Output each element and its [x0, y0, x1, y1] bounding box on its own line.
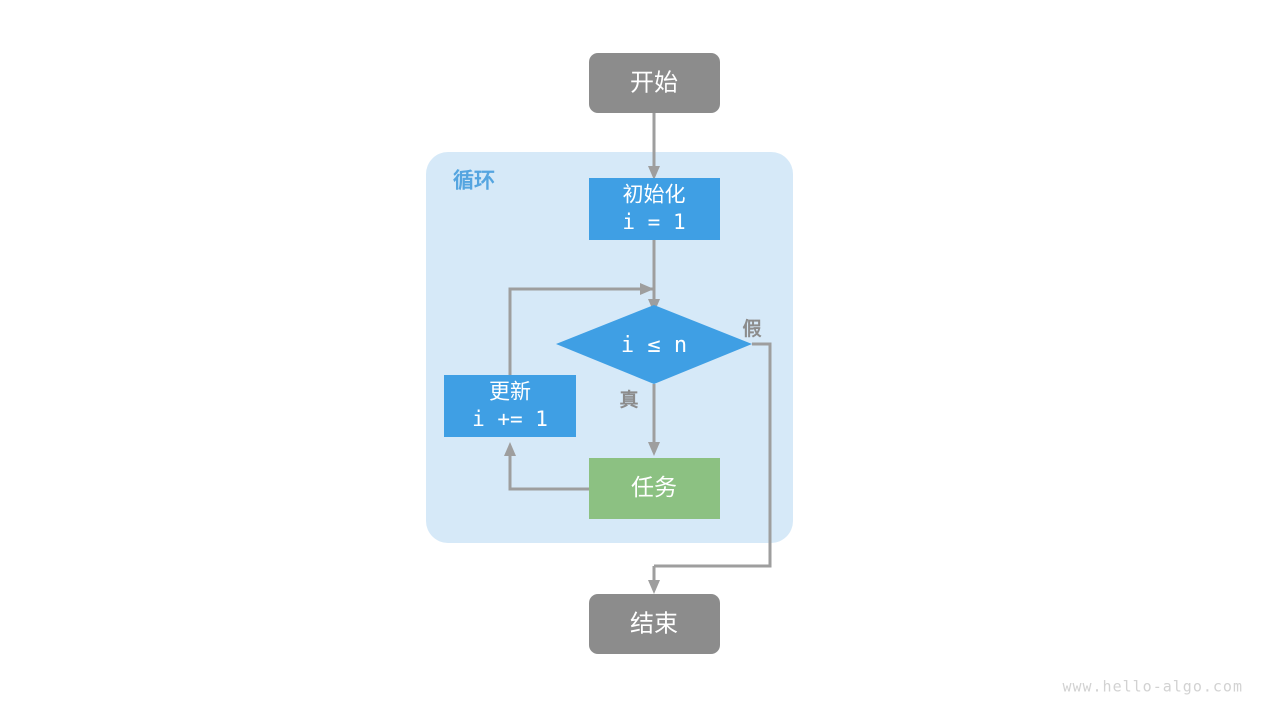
- node-end-shape[interactable]: [589, 594, 720, 654]
- node-init-label-line2: i = 1: [622, 210, 685, 234]
- node-init[interactable]: 初始化 i = 1: [589, 178, 720, 240]
- node-update-label-line2: i += 1: [472, 407, 548, 431]
- edge-task-to-update: [504, 442, 589, 491]
- edge-condition-to-task: [648, 384, 660, 456]
- node-task[interactable]: 任务: [589, 458, 720, 519]
- node-update-label-line1: 更新: [489, 381, 531, 404]
- loop-container-label: 循环: [453, 169, 495, 193]
- edge-label-true: 真: [619, 388, 638, 411]
- node-condition-shape[interactable]: [556, 305, 752, 384]
- node-condition[interactable]: i ≤ n: [556, 305, 752, 384]
- node-end[interactable]: 结束: [589, 594, 720, 654]
- watermark-text: www.hello-algo.com: [1062, 678, 1243, 696]
- node-init-shape[interactable]: [589, 178, 720, 240]
- node-start[interactable]: 开始: [589, 53, 720, 113]
- edge-condition-to-end: [648, 342, 772, 594]
- edge-update-to-condition: [508, 283, 654, 375]
- node-start-shape[interactable]: [589, 53, 720, 113]
- node-update-shape[interactable]: [444, 375, 576, 437]
- edge-label-false: 假: [742, 317, 761, 340]
- node-init-label-line1: 初始化: [623, 184, 686, 207]
- edge-start-to-init: [648, 113, 660, 180]
- node-end-label: 结束: [630, 610, 678, 637]
- node-start-label: 开始: [630, 69, 678, 96]
- node-task-shape[interactable]: [589, 458, 720, 519]
- node-task-label: 任务: [631, 474, 677, 500]
- node-condition-label: i ≤ n: [621, 333, 687, 358]
- node-update[interactable]: 更新 i += 1: [444, 375, 576, 437]
